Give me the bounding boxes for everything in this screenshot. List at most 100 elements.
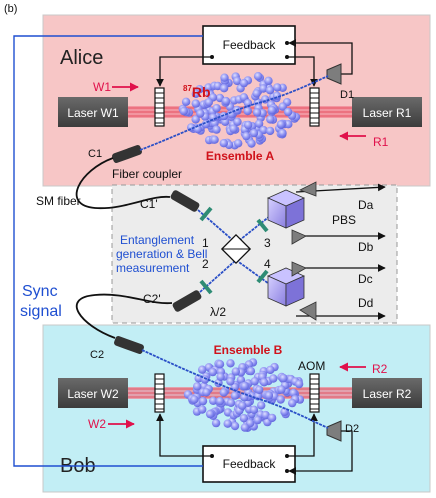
fiber-bob-signal (141, 349, 329, 429)
laser-r1-box (352, 97, 422, 127)
coupler-c2-icon (114, 336, 144, 354)
atom-sphere (279, 373, 288, 383)
atom-sphere (204, 98, 213, 107)
atom-sphere (191, 115, 200, 124)
atom-sphere (179, 106, 188, 116)
detector-d2-label: D2 (345, 423, 359, 435)
bob-feedback-port-right2 (285, 469, 289, 473)
detector-db-label: Db (358, 240, 374, 254)
atom-sphere (253, 415, 262, 425)
atom-sphere (267, 413, 277, 423)
atom-sphere (264, 76, 273, 86)
laser-w2-label: Laser W2 (67, 387, 119, 401)
bsm-panel (111, 184, 398, 324)
laser-r2-label: Laser R2 (363, 387, 412, 401)
atom-sphere (276, 395, 285, 404)
alice-feedback-box[interactable] (202, 25, 296, 65)
alice-detector-to-feedback (288, 39, 353, 75)
coupler-c1-icon (112, 145, 142, 163)
waveplate-bottom-right (256, 269, 269, 284)
atom-sphere (250, 377, 259, 386)
panel-label: (b) (4, 3, 17, 15)
pbs-top (267, 189, 305, 229)
laser-w2-box (58, 378, 128, 408)
coupler-c1-label: C1 (88, 148, 102, 160)
atom-sphere (266, 115, 275, 124)
atom-sphere (265, 86, 275, 95)
beam-w1-label: W1 (93, 80, 111, 94)
beam-r1-label: R1 (373, 135, 389, 149)
atom-sphere (252, 108, 262, 117)
atom-sphere (202, 388, 211, 397)
port-4-label: 4 (264, 257, 271, 271)
atom-sphere (253, 392, 263, 401)
entanglement-line-2: generation & Bell (116, 247, 207, 261)
atom-sphere (244, 120, 253, 130)
atom-sphere (236, 375, 246, 384)
bob-detector-to-feedback (288, 430, 353, 475)
detector-d1-icon (326, 63, 342, 85)
alice-feedback-port-right (285, 41, 289, 45)
atom-sphere (230, 421, 240, 431)
fiber-coupler-label: Fiber coupler (112, 167, 182, 181)
atom-sphere (223, 419, 232, 428)
atom-sphere (284, 120, 293, 129)
waveplate-bottom-left (199, 279, 213, 295)
detector-db-icon (291, 229, 307, 245)
atom-sphere (264, 391, 274, 400)
bsm-path-out-bottom (235, 259, 273, 287)
atom-sphere (288, 398, 297, 408)
atom-sphere (198, 365, 207, 374)
alice-feedback-to-aom-right (287, 56, 318, 87)
atom-sphere (221, 96, 231, 106)
atom-sphere (276, 120, 286, 129)
alice-feedback-label: Feedback (223, 38, 277, 52)
detector-d1-label: D1 (340, 89, 354, 101)
detector-dd-icon (299, 301, 317, 321)
beam-splitter (220, 233, 252, 265)
atom-sphere (193, 382, 202, 391)
atom-sphere (234, 139, 243, 148)
pbs-bottom (267, 267, 305, 307)
atom-sphere (215, 360, 225, 369)
coupler-c1p-icon (170, 190, 200, 212)
rb-mass-number: 87 (183, 84, 192, 93)
atom-sphere (255, 385, 264, 394)
laser-r1-label: Laser R1 (363, 106, 412, 120)
atom-sphere (278, 128, 287, 138)
atom-sphere (269, 374, 278, 383)
atom-sphere (190, 395, 199, 404)
atom-sphere (210, 135, 219, 144)
atom-sphere (259, 378, 269, 387)
alice-feedback-to-aom-left (156, 56, 212, 87)
waveplate-top-right (256, 218, 269, 233)
atom-sphere (216, 372, 225, 381)
port-1-label: 1 (202, 236, 209, 250)
atom-sphere (181, 97, 191, 107)
atom-sphere (211, 418, 221, 428)
alice-aom-left (154, 87, 165, 127)
ensemble-b-label: Ensemble B (214, 343, 283, 357)
atom-sphere (232, 76, 242, 86)
atom-sphere (239, 78, 249, 88)
fiber-alice-signal (139, 75, 329, 151)
alice-label: Alice (60, 47, 103, 69)
atom-sphere (259, 84, 268, 93)
atom-sphere (240, 423, 250, 432)
rb-symbol: Rb (192, 84, 211, 100)
atom-sphere (249, 405, 259, 414)
bob-feedback-box[interactable] (202, 445, 296, 483)
atom-sphere (242, 131, 251, 141)
laser-w1-box (58, 97, 128, 127)
atom-sphere (209, 396, 218, 405)
atom-sphere (266, 365, 275, 375)
rb-label: 87Rb (183, 84, 211, 100)
coupler-c2p-icon (172, 290, 202, 312)
coupler-c2-label: C2 (90, 349, 104, 361)
port-3-label: 3 (264, 236, 271, 250)
coupler-c1p-label: C1' (140, 197, 158, 211)
atom-sphere (215, 396, 225, 406)
sm-fiber-label: SM fiber (36, 194, 81, 208)
atom-sphere (230, 391, 240, 400)
bob-feedback-label: Feedback (223, 457, 277, 471)
